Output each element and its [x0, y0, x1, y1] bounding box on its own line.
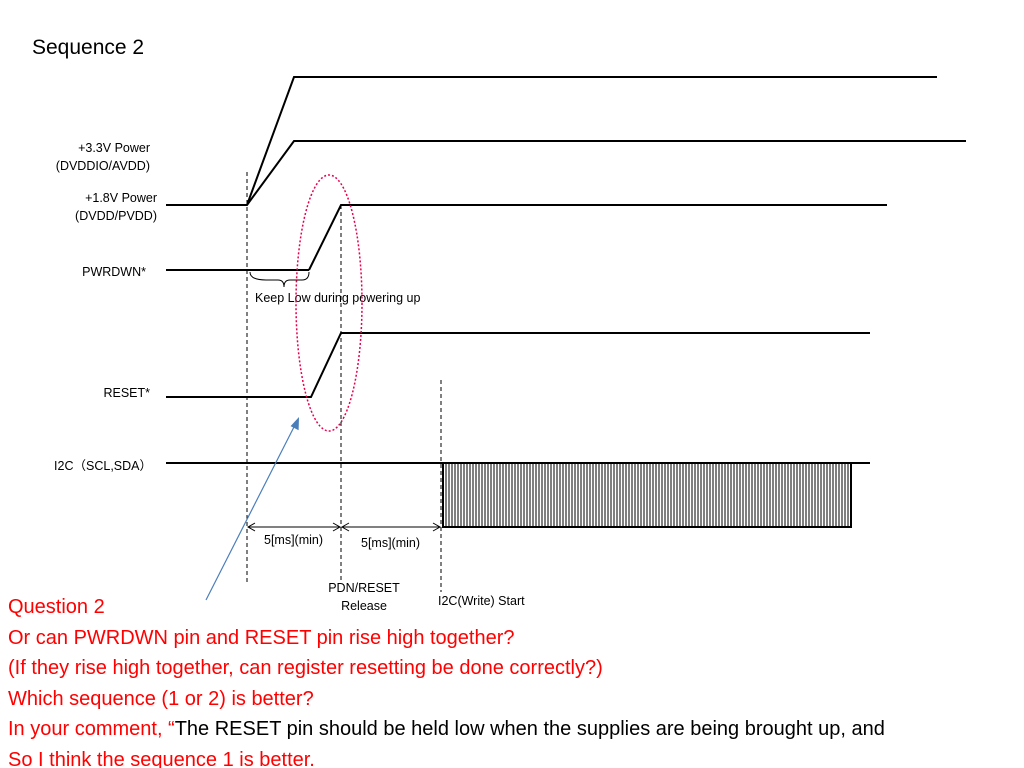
label-1v8-line1: +1.8V Power	[85, 191, 157, 205]
keep-low-brace	[249, 271, 310, 288]
keep-low-label: Keep Low during powering up	[255, 291, 420, 305]
label-pwrdwn: PWRDWN*	[82, 265, 146, 279]
interval-1-head-left	[246, 522, 256, 532]
time-markers	[246, 172, 442, 592]
question-heading: Question 2	[8, 596, 105, 618]
signal-labels: +3.3V Power (DVDDIO/AVDD) +1.8V Power (D…	[54, 141, 157, 473]
highlight-ellipse	[295, 174, 363, 432]
question-line-3: Which sequence (1 or 2) is better?	[8, 687, 314, 710]
interval-1-head-right	[332, 522, 342, 532]
interval-arrows	[246, 522, 442, 532]
label-1v8-line2: (DVDD/PVDD)	[75, 209, 157, 223]
pointer-arrow	[205, 417, 299, 601]
waveform-reset	[166, 332, 870, 398]
pointer-arrowhead	[290, 417, 299, 431]
question-line-4-prefix: In your comment, “	[8, 718, 175, 740]
interval-2-head-right	[432, 522, 442, 532]
waveform-1v8-power	[166, 140, 966, 206]
question-line-4: In your comment, “The RESET pin should b…	[8, 714, 1024, 745]
label-i2c: I2C（SCL,SDA）	[54, 459, 152, 473]
i2c-start-label: I2C(Write) Start	[438, 594, 525, 608]
question-line-1: Or can PWRDWN pin and RESET pin rise hig…	[8, 626, 515, 649]
pdn-release-label-line2: Release	[341, 599, 387, 613]
question-line-2: (If they rise high together, can registe…	[8, 657, 603, 679]
question-line-5: So I think the sequence 1 is better.	[8, 748, 315, 768]
waveform-1v8-rise	[308, 204, 887, 271]
waveform-3v3-power	[246, 76, 937, 206]
interval-2-label: 5[ms](min)	[361, 536, 420, 550]
pdn-release-label-line1: PDN/RESET	[328, 581, 400, 595]
i2c-data-hatch	[445, 463, 849, 527]
slide-title: Sequence 2	[32, 36, 145, 59]
question-line-4-quote: The RESET pin should be held low when th…	[174, 718, 885, 740]
label-3v3-line1: +3.3V Power	[78, 141, 150, 155]
pointer-arrow-shaft	[205, 422, 297, 601]
question-block: Question 2 Or can PWRDWN pin and RESET p…	[8, 592, 1024, 768]
interval-1-label: 5[ms](min)	[264, 533, 323, 547]
label-reset: RESET*	[103, 386, 150, 400]
interval-2-head-left	[340, 522, 350, 532]
label-3v3-line2: (DVDDIO/AVDD)	[56, 159, 150, 173]
